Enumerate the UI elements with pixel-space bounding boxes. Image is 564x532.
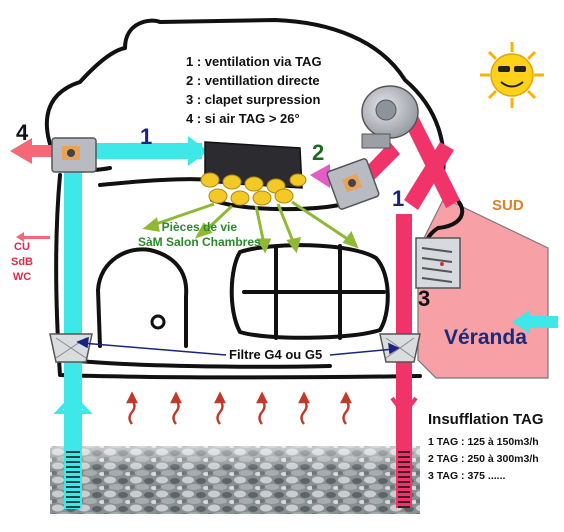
rooms-line-2: SàM Salon Chambres (138, 235, 261, 249)
exhaust-line-2: SdB (11, 256, 33, 268)
rooms-line-1: Pièces de vie (161, 220, 238, 234)
marker-4: 4 (16, 120, 29, 145)
sud-label: SUD (492, 197, 524, 214)
insufflation-row-2: 2 TAG : 250 à 300m3/h (428, 453, 539, 465)
clapet-icon (415, 237, 461, 289)
filter-icon (379, 333, 421, 363)
exhaust-arrow-shaft (22, 236, 50, 239)
pebble-ground (50, 446, 420, 514)
exhaust-rooms-label: CU SdB WC (4, 240, 40, 285)
insufflation-row-3: 3 TAG : 375 ...... (428, 470, 506, 482)
rooms-label: Pièces de vie SàM Salon Chambres (138, 220, 261, 250)
house-outline (45, 18, 465, 380)
distribution-box-icon (200, 141, 307, 206)
insufflation-title: Insufflation TAG (428, 411, 544, 428)
insufflation-row-1: 1 TAG : 125 à 150m3/h (428, 436, 539, 448)
fan-icon (361, 85, 419, 149)
legend-line-3: 3 : clapet surpression (186, 92, 321, 107)
exhaust-arrow-head (16, 232, 24, 242)
room-supply-arrows (142, 200, 359, 254)
marker-2: 2 (312, 140, 325, 165)
valve-icon (51, 137, 97, 173)
exhaust-line-1: CU (14, 241, 30, 253)
filter-label: Filtre G4 ou G5 (226, 347, 326, 362)
legend-line-1: 1 : ventilation via TAG (186, 54, 322, 69)
exhaust-line-3: WC (12, 271, 32, 283)
marker-3: 3 (418, 286, 431, 311)
valve-icon (326, 158, 380, 210)
marker-1-right: 1 (392, 186, 405, 211)
legend-line-2: 2 : ventillation directe (186, 73, 320, 88)
heat-wave-icon (126, 391, 352, 425)
sun-icon (480, 42, 544, 108)
veranda-label: Véranda (444, 326, 527, 349)
marker-1-top: 1 (140, 124, 153, 149)
legend-line-4: 4 : si air TAG > 26° (186, 111, 300, 126)
legend: 1 : ventilation via TAG 2 : ventillation… (186, 52, 322, 128)
